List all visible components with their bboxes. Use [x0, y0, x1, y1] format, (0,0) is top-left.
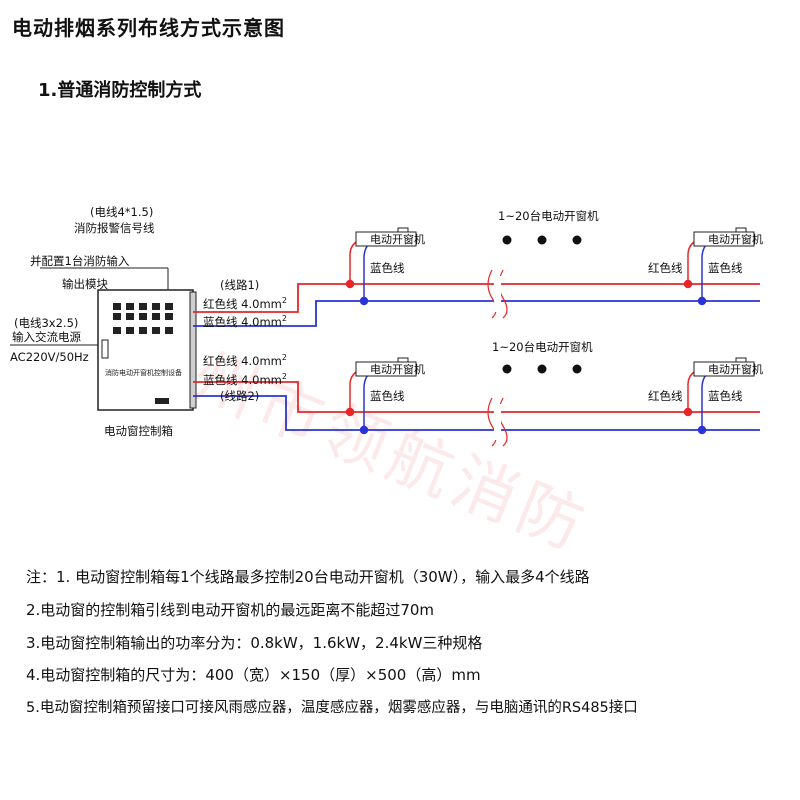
note-2: 2.电动窗的控制箱引线到电动开窗机的最远距离不能超过70m [26, 601, 435, 619]
note-5: 5.电动窗控制箱预留接口可接风雨感应器，温度感应器，烟雾感应器，与电脑通讯的RS… [26, 700, 638, 716]
circuit-2-label: (线路2) [220, 389, 260, 403]
circuit-2-red-spec: 红色线 4.0mm2 [203, 353, 287, 368]
junction-dot [359, 296, 369, 306]
window-opener-unit [693, 357, 755, 377]
control-box-caption: 电动窗控制箱 [104, 424, 173, 438]
machine-label: 电动开窗机 [708, 233, 763, 246]
window-opener-unit [355, 357, 417, 377]
machines-count-2: 1~20台电动开窗机 [492, 340, 593, 354]
junction-dot [345, 407, 355, 417]
junction-dot [697, 296, 707, 306]
blue-wire-label: 蓝色线 [708, 389, 743, 403]
red-wire-label: 红色线 [648, 389, 683, 403]
power-wire-spec: (电线3x2.5) [14, 316, 79, 330]
note-1: 注：1. 电动窗控制箱每1个线路最多控制20台电动开窗机（30W），输入最多4个… [26, 568, 590, 586]
junction-dot [683, 279, 693, 289]
circuit-1-red-spec: 红色线 4.0mm2 [203, 296, 287, 311]
junction-dot [359, 425, 369, 435]
alarm-wire-spec: (电线4*1.5) [90, 205, 154, 219]
alarm-wire-name: 消防报警信号线 [74, 221, 155, 235]
page-title: 电动排烟系列布线方式示意图 [12, 16, 285, 40]
circuit-1-label: (线路1) [220, 278, 260, 292]
power-name: 输入交流电源 [12, 330, 81, 344]
blue-wire-label: 蓝色线 [708, 261, 743, 275]
control-box: 消防电动开窗机控制设备 [97, 289, 197, 411]
blue-wire-label: 蓝色线 [370, 261, 405, 275]
machine-label: 电动开窗机 [370, 363, 425, 376]
power-voltage: AC220V/50Hz [10, 350, 89, 364]
junction-dot [697, 425, 707, 435]
red-wire-label: 红色线 [648, 261, 683, 275]
window-opener-unit [355, 227, 417, 247]
ellipsis-dots [502, 235, 582, 374]
junction-dot [345, 279, 355, 289]
section-title: 1.普通消防控制方式 [38, 80, 202, 101]
module-line-1: 并配置1台消防输入 [30, 254, 130, 268]
machine-label: 电动开窗机 [370, 233, 425, 246]
note-3: 3.电动窗控制箱输出的功率分为：0.8kW，1.6kW，2.4kW三种规格 [26, 634, 483, 652]
module-line-2: 输出模块 [62, 277, 108, 291]
junction-dot [683, 407, 693, 417]
circuit-2-blue-spec: 蓝色线 4.0mm2 [203, 372, 287, 387]
box-panel-text: 消防电动开窗机控制设备 [105, 368, 182, 377]
machines-count-1: 1~20台电动开窗机 [498, 209, 599, 223]
note-4: 4.电动窗控制箱的尺寸为：400（宽）×150（厚）×500（高）mm [26, 666, 481, 684]
machine-label: 电动开窗机 [708, 363, 763, 376]
window-opener-unit [693, 227, 755, 247]
blue-wire-label: 蓝色线 [370, 389, 405, 403]
circuit-1-blue-spec: 蓝色线 4.0mm2 [203, 314, 287, 329]
